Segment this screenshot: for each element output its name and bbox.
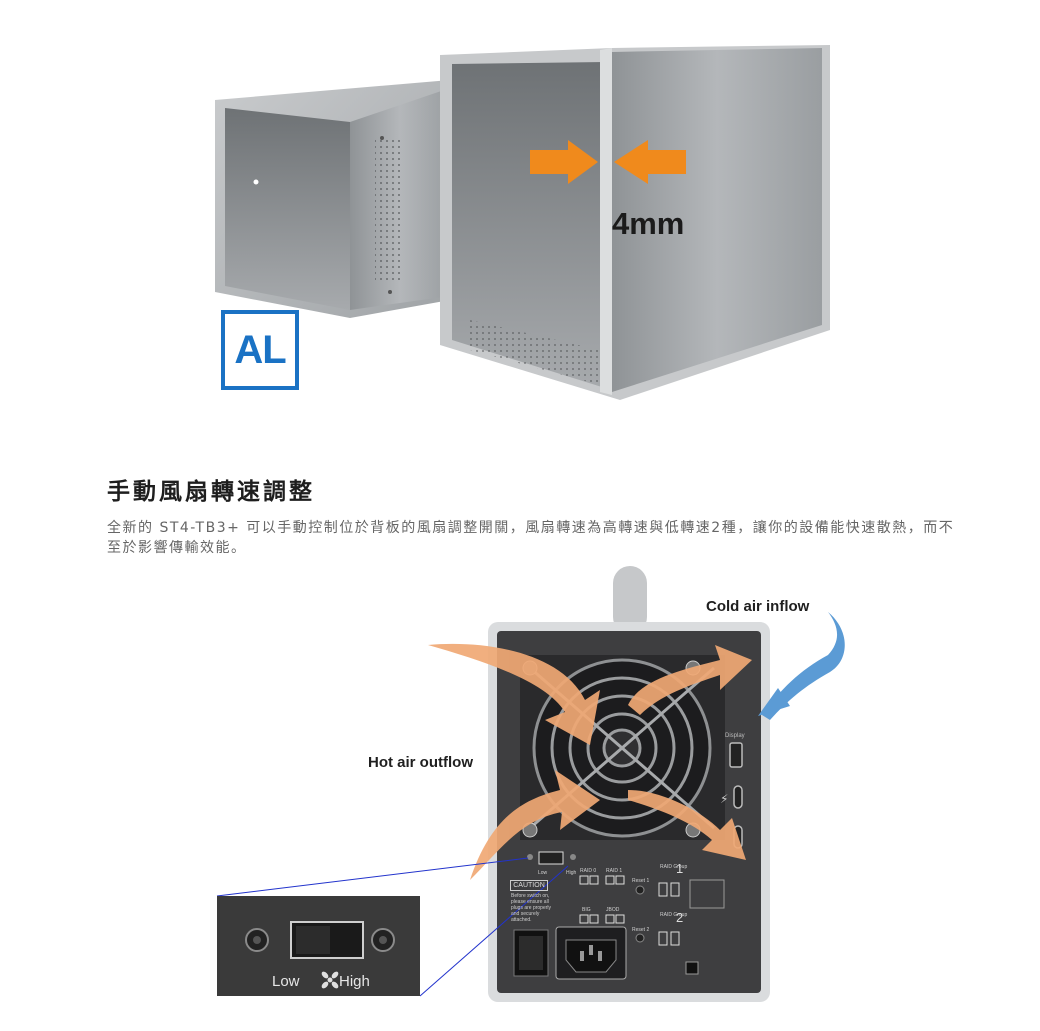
fan-switch-icon bbox=[245, 921, 395, 989]
rear-panel-illustration: ⚡ RAID 0 RAID 1 BIG JBOD Reset 1 Reset 2… bbox=[216, 566, 845, 1002]
raid-switches bbox=[579, 875, 725, 946]
display-port-icon bbox=[729, 742, 743, 768]
display-port-label: Display bbox=[725, 733, 745, 739]
lock-slot-icon bbox=[685, 961, 699, 975]
big-label: BIG bbox=[582, 907, 591, 913]
jbod-label: JBOD bbox=[606, 907, 620, 913]
cold-air-label: Cold air inflow bbox=[706, 598, 810, 615]
section-title: 手動風扇轉速調整 bbox=[107, 479, 315, 505]
raid-group1-label: RAID Group bbox=[660, 864, 687, 870]
reset1-label: Reset 1 bbox=[632, 878, 649, 884]
thickness-arrows-icon bbox=[530, 140, 686, 184]
svg-text:⚡: ⚡ bbox=[720, 792, 728, 806]
raid-group2-label: RAID Group bbox=[660, 912, 687, 918]
fan-switch-zoom bbox=[217, 896, 420, 996]
large-enclosure bbox=[440, 45, 830, 400]
group1-number: 1 bbox=[676, 861, 683, 876]
hot-air-arrows-icon bbox=[428, 643, 752, 880]
caution-label: CAUTION bbox=[510, 880, 548, 891]
panel-low-label: Low bbox=[538, 870, 548, 876]
switch-high-label: High bbox=[339, 973, 370, 990]
fan-switch-small bbox=[527, 851, 576, 865]
power-socket-icon bbox=[555, 926, 627, 980]
small-enclosure bbox=[215, 80, 450, 318]
power-switch-icon bbox=[513, 929, 549, 977]
fan-small-icon bbox=[321, 971, 339, 989]
raid0-label: RAID 0 bbox=[580, 868, 596, 874]
raid1-label: RAID 1 bbox=[606, 868, 622, 874]
thickness-label: 4mm bbox=[612, 206, 685, 241]
hot-air-label: Hot air outflow bbox=[368, 754, 473, 771]
cold-air-arrow-icon bbox=[758, 612, 845, 720]
handle bbox=[613, 566, 647, 634]
caution-text: Before switch on, please ensure all plug… bbox=[511, 893, 552, 923]
section-description: 全新的 ST4-TB3+ 可以手動控制位於背板的風扇調整開關，風扇轉速為高轉速與… bbox=[107, 520, 955, 556]
zoom-line bbox=[216, 857, 529, 897]
panel-high-label: High bbox=[566, 870, 577, 876]
aluminum-badge: AL bbox=[221, 310, 299, 390]
thunderbolt-port-icon: ⚡ bbox=[720, 785, 743, 809]
group2-number: 2 bbox=[676, 910, 683, 925]
zoom-line bbox=[419, 865, 569, 997]
switch-low-label: Low bbox=[272, 973, 300, 990]
enclosure-illustration bbox=[215, 45, 830, 400]
reset2-label: Reset 2 bbox=[632, 927, 649, 933]
